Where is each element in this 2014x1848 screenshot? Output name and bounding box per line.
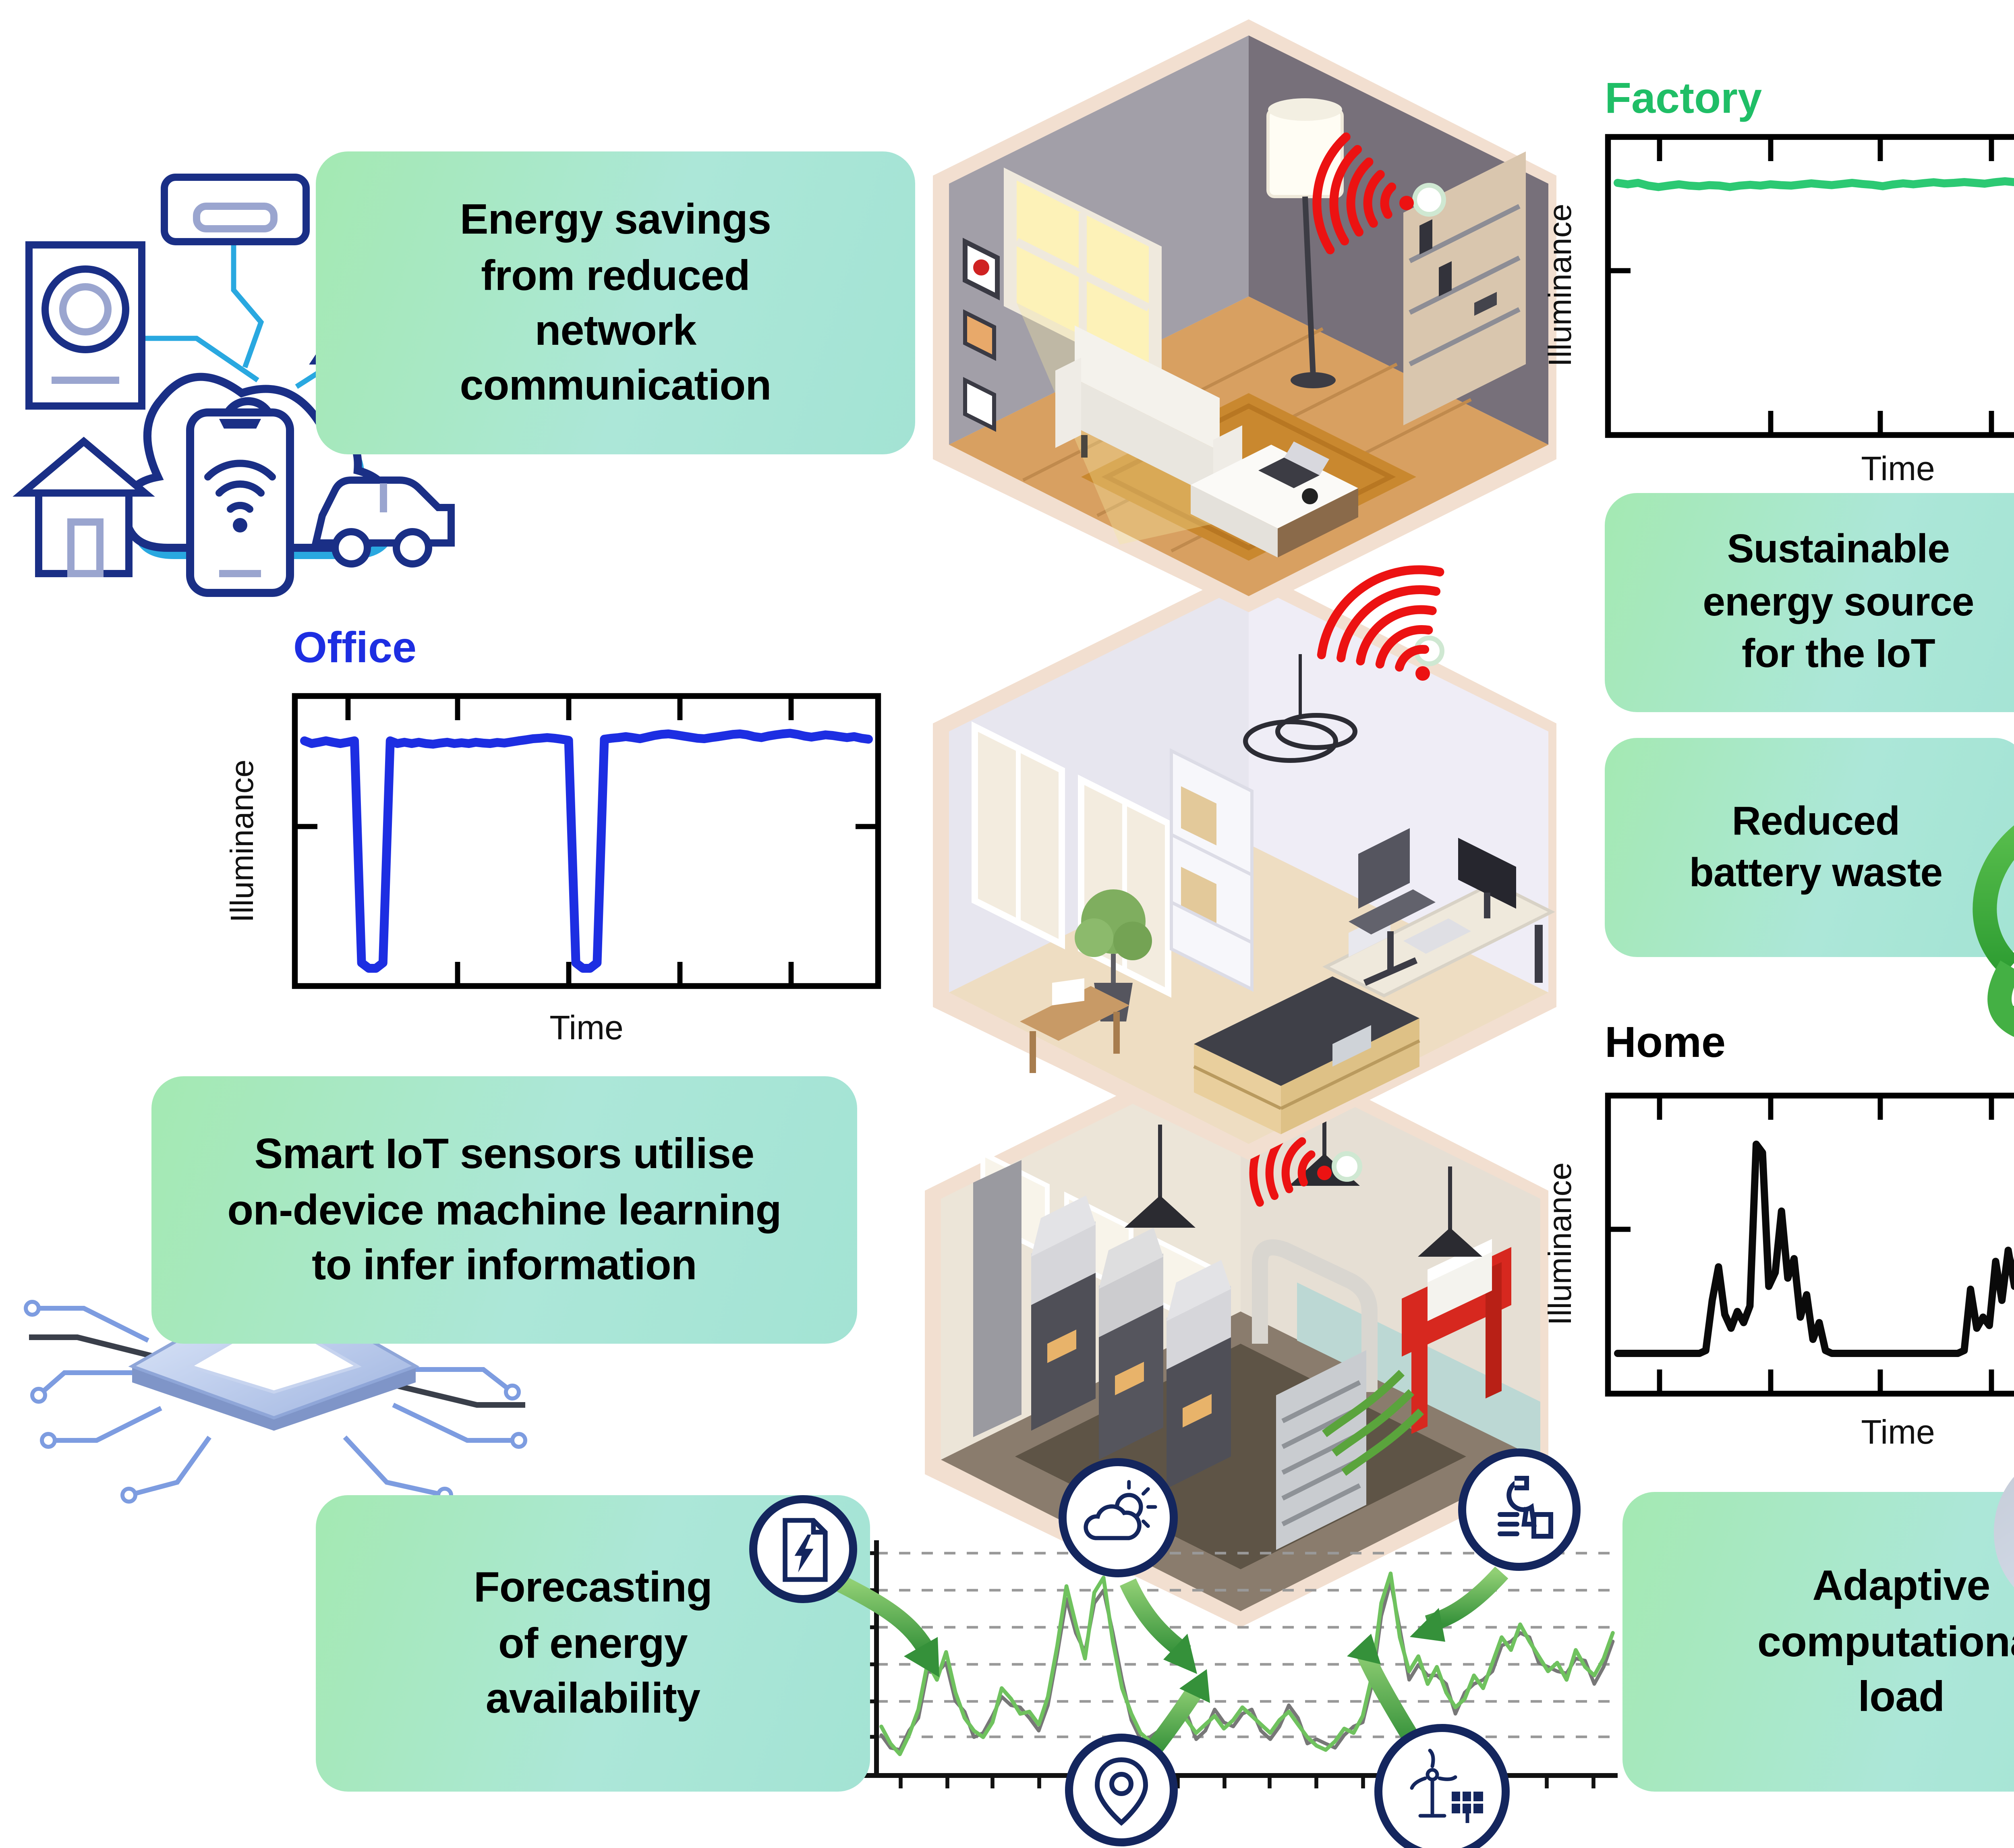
factory-series-line [1614, 177, 2014, 191]
ticks [1608, 137, 1994, 435]
front-cabinet [1193, 976, 1420, 1134]
weather-badge [1059, 1458, 1178, 1577]
home-xlabel: Time [1861, 1413, 1935, 1451]
chip [128, 1284, 420, 1431]
desk-group [1322, 838, 1555, 1044]
red-rack [1402, 1239, 1511, 1434]
callout-sustainable-energy: Sustainable energy source for the IoT [1605, 493, 2014, 712]
office-ylabel: Illuminance [224, 760, 260, 923]
recycle-ribbon-front [1987, 960, 2014, 1037]
energy-document-icon [782, 1517, 827, 1581]
chimney [973, 1160, 1022, 1437]
callout-adaptive-load: Adaptive computational load [1622, 1492, 2014, 1792]
callout-energy-savings: Energy savings from reduced network comm… [316, 151, 915, 454]
smart-home-icon [12, 437, 155, 577]
office-chair [1349, 828, 1436, 986]
living-room-sensor-icon [1312, 132, 1446, 255]
factory-ylabel: Illuminance [1542, 204, 1578, 367]
living-room-illustration [933, 19, 1556, 612]
wrench-hand-icon [1498, 1476, 1553, 1539]
car-icon [311, 477, 455, 568]
office-chart-title: Office [293, 623, 416, 671]
home-chart-title: Home [1605, 1017, 1726, 1066]
office-room-sensor-icon [1317, 565, 1444, 681]
pipes [1252, 1239, 1378, 1392]
callout-smart-sensors: Smart IoT sensors utilise on-device mach… [151, 1076, 857, 1344]
ticks [295, 696, 878, 986]
picture-frames [963, 238, 1000, 432]
office-chart: Office Illuminance Time [224, 623, 881, 1046]
office-series-line [300, 729, 873, 973]
factory-chart-title: Factory [1605, 73, 1762, 122]
energy-document-badge [749, 1495, 857, 1603]
plot-box [1605, 1092, 2014, 1397]
shelf-unit [1170, 748, 1254, 992]
home-series-line [1614, 1140, 2014, 1357]
side-table [1020, 978, 1129, 1073]
smartphone-wifi-icon [186, 408, 294, 597]
bookshelf [1403, 151, 1526, 425]
cloud-sun-icon [1084, 1480, 1157, 1540]
office-room-illustration [933, 565, 1556, 1160]
home-chart: Home Illuminance Time [1542, 1017, 2014, 1451]
ribbon-left-loop [1993, 1477, 2014, 1586]
ticks [1608, 1096, 1994, 1394]
office-xlabel: Time [549, 1009, 624, 1046]
factory-machines [1031, 1195, 1231, 1489]
maintenance-badge [1458, 1448, 1581, 1571]
ring-pendant-light [1243, 654, 1357, 763]
location-badge [1065, 1734, 1178, 1846]
air-conditioner-icon [161, 174, 310, 245]
dark-traces [29, 1334, 525, 1408]
recycle-ribbon-back [1973, 826, 2014, 976]
home-ylabel: Illuminance [1542, 1162, 1578, 1326]
battery-recycling-illustration [1973, 826, 2014, 1037]
plot-box [1605, 134, 2014, 438]
green-hoses [1322, 1369, 1424, 1476]
coffee-table [1191, 441, 1358, 557]
wind-turbine-solar-icon [1410, 1749, 1483, 1823]
forecast-green-line [879, 1571, 1615, 1757]
sustainable-bulb-illustration [1998, 190, 2014, 728]
location-pin-icon [1094, 1757, 1148, 1826]
factory-xlabel: Time [1861, 450, 1935, 487]
plot-box [292, 693, 881, 989]
callout-battery-waste: Reduced battery waste [1605, 738, 2014, 957]
washing-machine-icon [25, 241, 145, 410]
adaptive-cycle-ribbon: Reorganization Conservation Growth Relea… [1993, 1477, 2014, 1586]
factory-chart: Factory Illuminance Time [1542, 73, 2014, 487]
